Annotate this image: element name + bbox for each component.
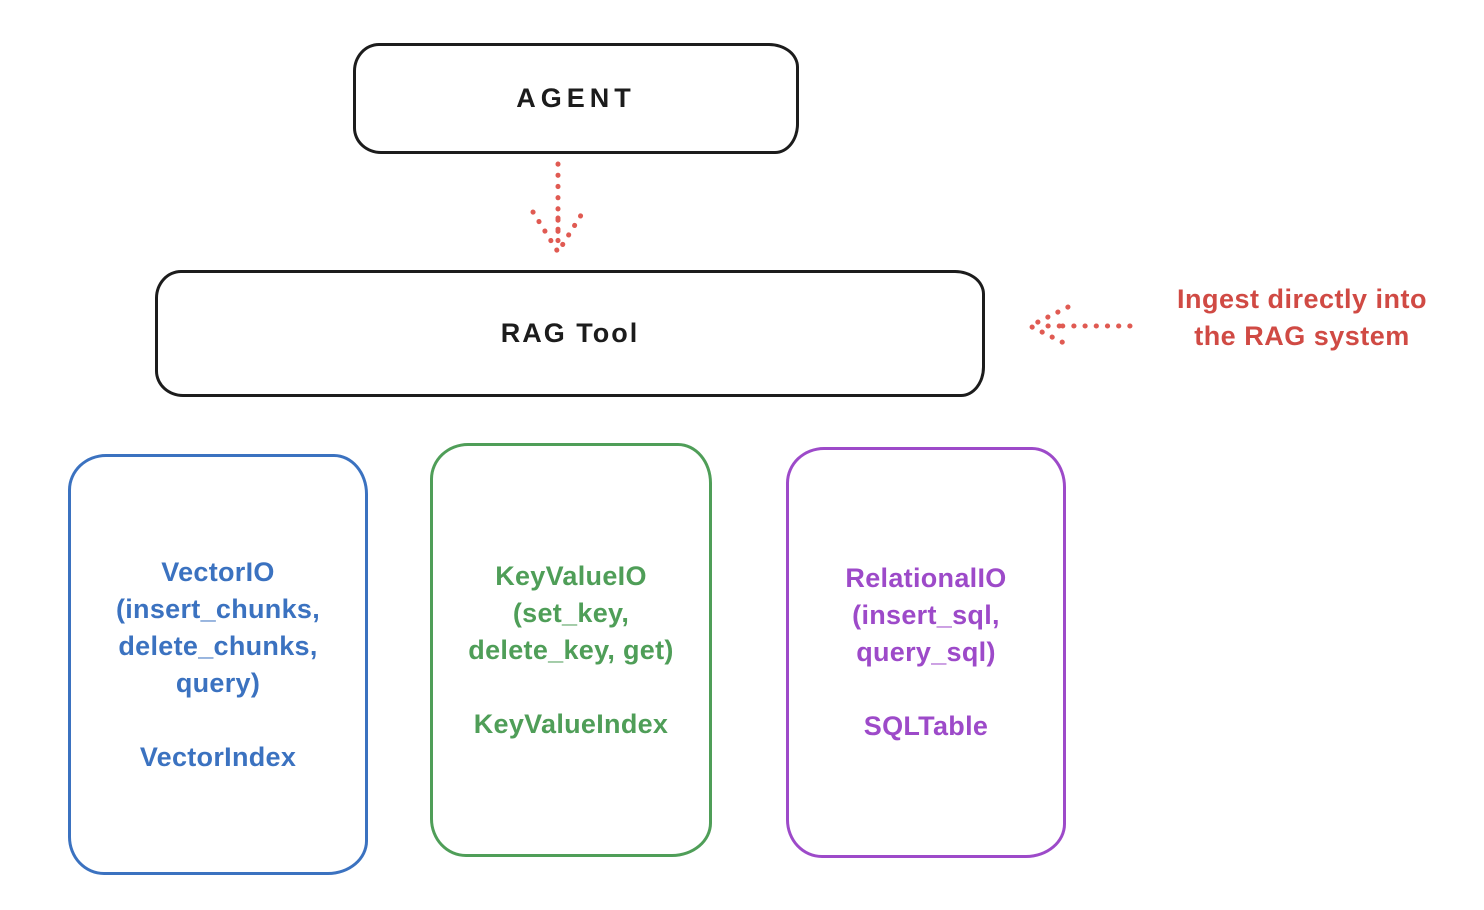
arrow-head — [1027, 304, 1071, 348]
vector-io-methods: VectorIO (insert_chunks, delete_chunks, … — [115, 556, 321, 698]
key-value-io-node: KeyValueIO (set_key, delete_key, get) Ke… — [430, 443, 712, 857]
rag-tool-label: RAG Tool — [500, 318, 640, 348]
arrow-head — [530, 209, 586, 255]
dotted-arrow-left-icon — [1027, 304, 1133, 348]
vector-io-node: VectorIO (insert_chunks, delete_chunks, … — [68, 454, 368, 875]
relational-io-methods: RelationalIO (insert_sql, query_sql) — [845, 563, 1007, 667]
key-value-io-methods: KeyValueIO (set_key, delete_key, get) — [468, 560, 674, 665]
rag-tool-node: RAG Tool — [155, 270, 985, 397]
relational-io-node: RelationalIO (insert_sql, query_sql) SQL… — [786, 447, 1066, 858]
key-value-io-index-label: KeyValueIndex — [473, 708, 669, 739]
agent-node: AGENT — [353, 43, 799, 154]
agent-label: AGENT — [516, 83, 636, 113]
vector-io-index-label: VectorIndex — [139, 741, 297, 772]
dotted-arrow-down-icon — [530, 161, 586, 255]
relational-io-index-label: SQLTable — [863, 711, 989, 741]
ingest-annotation: Ingest directly into the RAG system — [1176, 284, 1428, 351]
